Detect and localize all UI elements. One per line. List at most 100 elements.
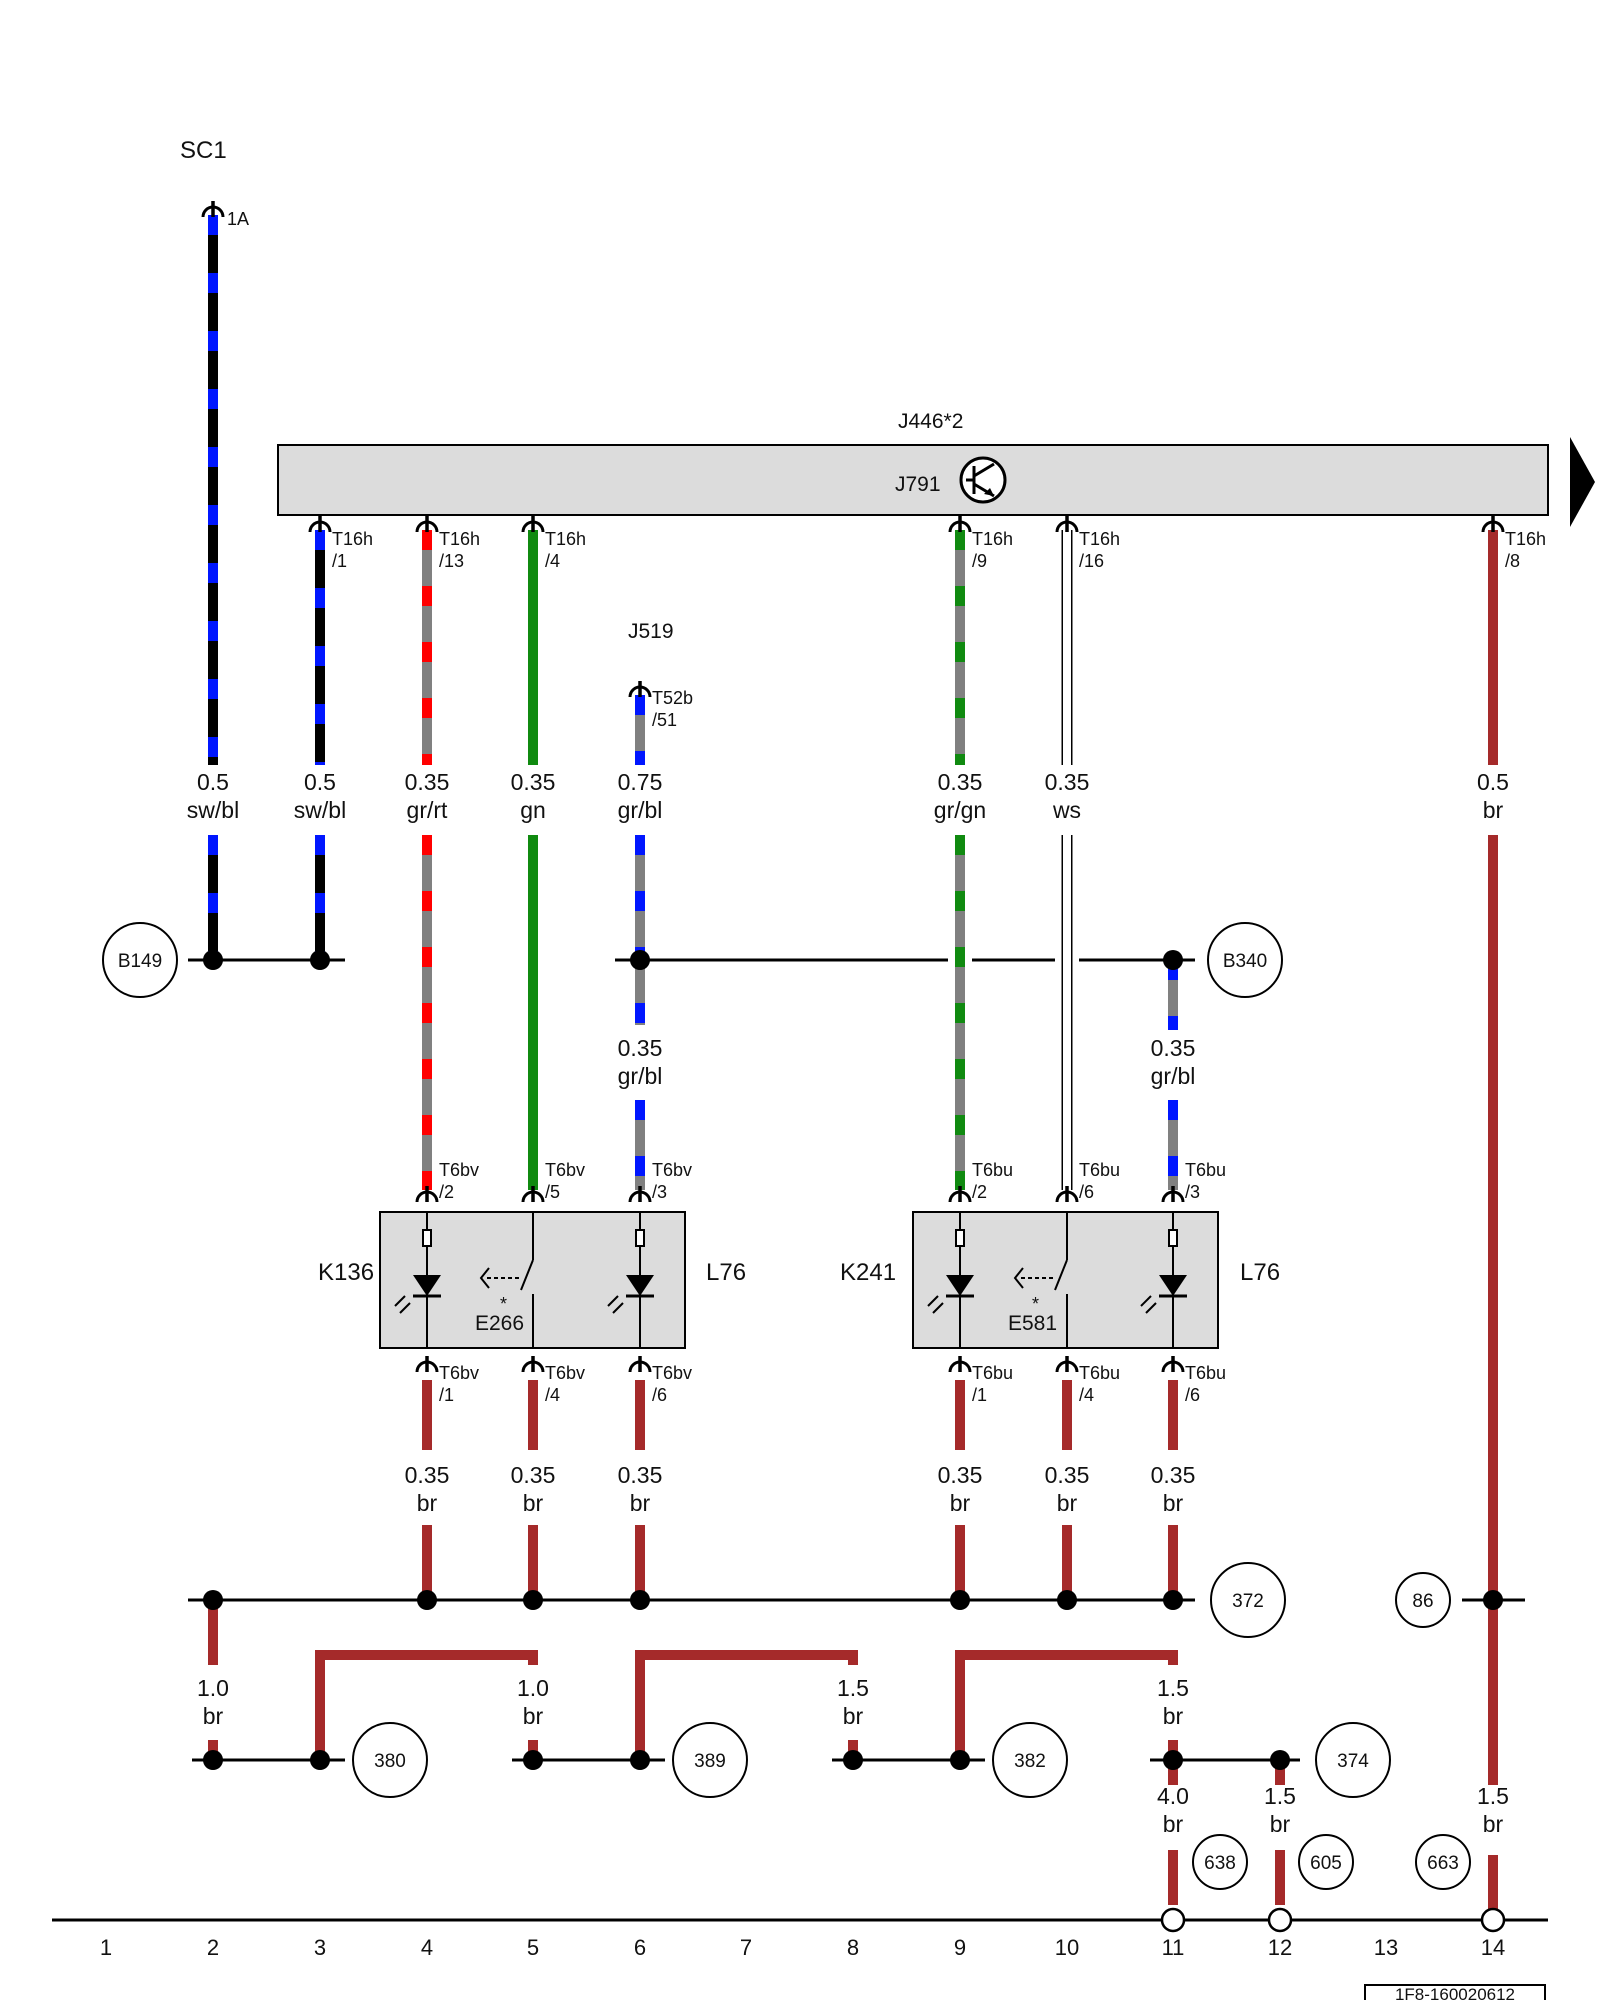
svg-text:br: br bbox=[1163, 1703, 1184, 1729]
svg-text:br: br bbox=[843, 1703, 864, 1729]
svg-text:/2: /2 bbox=[439, 1182, 454, 1202]
ref-382: 382 bbox=[992, 1722, 1068, 1798]
connector-pin-icon bbox=[308, 516, 332, 533]
svg-text:12: 12 bbox=[1268, 1935, 1292, 1960]
svg-text:T6bu: T6bu bbox=[972, 1363, 1013, 1383]
svg-text:br: br bbox=[1483, 1811, 1504, 1837]
connector-t16h-9: T16h /9 bbox=[972, 529, 1013, 571]
label-e266: E266 bbox=[475, 1312, 524, 1335]
svg-text:1.5: 1.5 bbox=[1264, 1783, 1296, 1809]
svg-text:/6: /6 bbox=[1185, 1385, 1200, 1405]
svg-text:0.35: 0.35 bbox=[1045, 769, 1090, 795]
svg-text:br: br bbox=[1163, 1490, 1184, 1516]
svg-text:382: 382 bbox=[1014, 1751, 1046, 1772]
ref-b340: B340 bbox=[1207, 922, 1283, 998]
svg-text:T6bu: T6bu bbox=[1185, 1363, 1226, 1383]
junction-dot bbox=[523, 1750, 543, 1770]
label-j519: J519 bbox=[628, 620, 674, 643]
svg-text:ws: ws bbox=[1052, 797, 1081, 823]
svg-text:0.35: 0.35 bbox=[938, 1462, 983, 1488]
svg-text:380: 380 bbox=[374, 1751, 406, 1772]
wires-module-ground bbox=[422, 1380, 1178, 1600]
wire-label-gnd-7: 1.5br bbox=[1264, 1783, 1296, 1837]
svg-text:B340: B340 bbox=[1223, 951, 1267, 972]
wire-label-gnd-3: 1.5br bbox=[837, 1675, 869, 1729]
svg-text:/4: /4 bbox=[545, 1385, 560, 1405]
svg-text:T16h: T16h bbox=[439, 529, 480, 549]
junction-dot bbox=[1163, 950, 1183, 970]
label-j446: J446*2 bbox=[898, 410, 963, 433]
svg-text:gr/rt: gr/rt bbox=[407, 797, 449, 823]
label-k241: K241 bbox=[840, 1259, 896, 1286]
svg-text:T6bv: T6bv bbox=[439, 1363, 479, 1383]
svg-text:/9: /9 bbox=[972, 551, 987, 571]
svg-text:/1: /1 bbox=[439, 1385, 454, 1405]
document-id: 1F8-160020612 bbox=[1364, 1984, 1546, 2000]
connector-t52b-51: T52b /51 bbox=[652, 688, 693, 730]
connector-pin-icon bbox=[628, 1356, 652, 1373]
ref-389: 389 bbox=[672, 1722, 748, 1798]
junction-dots bbox=[203, 950, 1503, 1770]
svg-text:0.5: 0.5 bbox=[197, 769, 229, 795]
transistor-icon bbox=[959, 456, 1007, 504]
svg-text:14: 14 bbox=[1481, 1935, 1505, 1960]
svg-text:0.5: 0.5 bbox=[1477, 769, 1509, 795]
ref-86: 86 bbox=[1395, 1572, 1451, 1628]
svg-text:/6: /6 bbox=[1079, 1182, 1094, 1202]
terminal-circles bbox=[1160, 1907, 1506, 1933]
svg-text:br: br bbox=[1163, 1811, 1184, 1837]
svg-text:1.5: 1.5 bbox=[1157, 1675, 1189, 1701]
connector-pin-icon bbox=[1055, 1356, 1079, 1373]
connector-pin-icon bbox=[521, 516, 545, 533]
connector-t16h-8: T16h /8 bbox=[1505, 529, 1546, 571]
junction-dot bbox=[1270, 1750, 1290, 1770]
led-icon bbox=[1140, 1212, 1187, 1348]
junction-dot bbox=[950, 1750, 970, 1770]
svg-text:0.35: 0.35 bbox=[618, 1035, 663, 1061]
svg-text:T16h: T16h bbox=[972, 529, 1013, 549]
svg-text:br: br bbox=[203, 1703, 224, 1729]
junction-dot bbox=[1483, 1590, 1503, 1610]
svg-text:T6bv: T6bv bbox=[652, 1160, 692, 1180]
svg-text:4: 4 bbox=[421, 1935, 433, 1960]
connector-t6bu-1: T6bu/1 bbox=[972, 1363, 1013, 1405]
connector-t16h-13: T16h /13 bbox=[439, 529, 480, 571]
svg-text:663: 663 bbox=[1427, 1853, 1459, 1874]
switch-icon bbox=[479, 1212, 534, 1348]
ref-380: 380 bbox=[352, 1722, 428, 1798]
junction-dot bbox=[1057, 1590, 1077, 1610]
svg-text:/16: /16 bbox=[1079, 551, 1104, 571]
junction-dot bbox=[950, 1590, 970, 1610]
svg-text:br: br bbox=[950, 1490, 971, 1516]
svg-text:3: 3 bbox=[314, 1935, 326, 1960]
connector-t6bu-4: T6bu/4 bbox=[1079, 1363, 1120, 1405]
svg-text:br: br bbox=[1057, 1490, 1078, 1516]
junction-dot bbox=[203, 1590, 223, 1610]
wire-label-gnd-6: 4.0br bbox=[1157, 1783, 1189, 1837]
column-numbers: 1 2 3 4 5 6 7 8 9 10 11 12 13 14 bbox=[100, 1935, 1505, 1960]
wire-label-1: 0.5sw/bl bbox=[187, 769, 239, 823]
svg-text:sw/bl: sw/bl bbox=[294, 797, 346, 823]
svg-text:T6bv: T6bv bbox=[439, 1160, 479, 1180]
label-k136: K136 bbox=[318, 1259, 374, 1286]
junction-dot bbox=[417, 1590, 437, 1610]
svg-text:/5: /5 bbox=[545, 1182, 560, 1202]
connector-symbols bbox=[201, 201, 1505, 1373]
svg-text:T6bv: T6bv bbox=[545, 1363, 585, 1383]
connector-t16h-4: T16h /4 bbox=[545, 529, 586, 571]
led-icon bbox=[394, 1212, 441, 1348]
junction-dot bbox=[203, 950, 223, 970]
svg-text:9: 9 bbox=[954, 1935, 966, 1960]
svg-text:/2: /2 bbox=[972, 1182, 987, 1202]
svg-text:13: 13 bbox=[1374, 1935, 1398, 1960]
wire-label-gnd-2: 1.0br bbox=[517, 1675, 549, 1729]
